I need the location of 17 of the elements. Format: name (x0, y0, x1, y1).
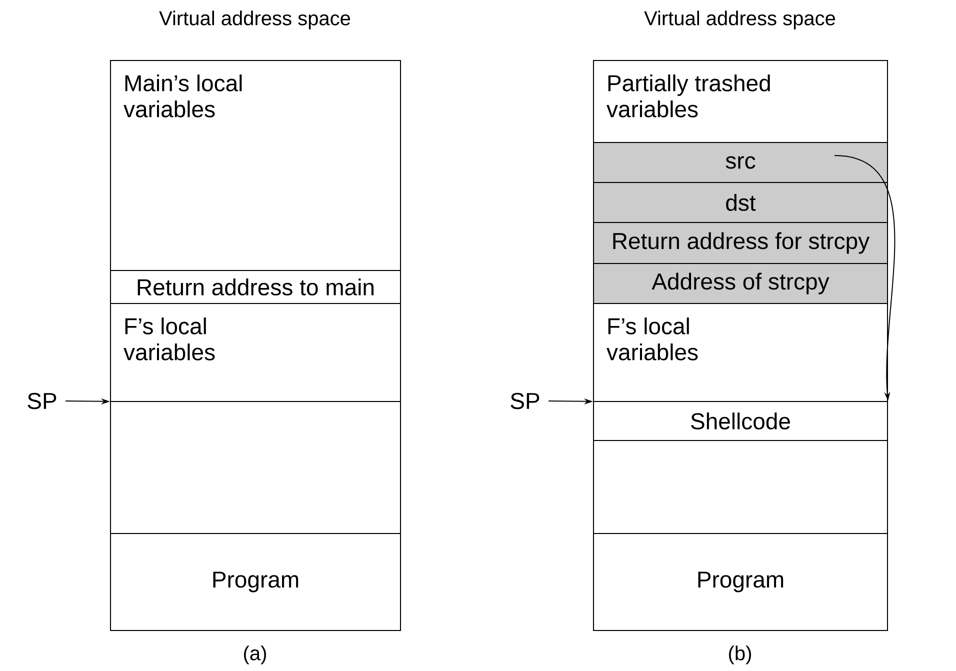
column-title: Virtual address space (159, 10, 350, 30)
column-title: Virtual address space (644, 10, 836, 30)
memory-cell: Return address for strcpy (593, 222, 888, 264)
stack-pointer-label: SP (28, 392, 56, 410)
memory-cell: Return address to main (110, 270, 401, 304)
memory-cell: Program (110, 533, 401, 631)
stack-pointer-label: SP (510, 392, 540, 410)
memory-cell: Program (593, 533, 888, 631)
memory-cell (593, 440, 888, 534)
memory-cell: F’s local variables (593, 303, 888, 402)
memory-cell: Address of strcpy (593, 263, 888, 304)
memory-cell: Shellcode (593, 401, 888, 441)
memory-cell (110, 401, 401, 534)
memory-cell: dst (593, 182, 888, 223)
memory-cell: F’s local variables (110, 303, 401, 402)
memory-cell: Main’s local variables (110, 60, 401, 271)
memory-cell: src (593, 142, 888, 183)
